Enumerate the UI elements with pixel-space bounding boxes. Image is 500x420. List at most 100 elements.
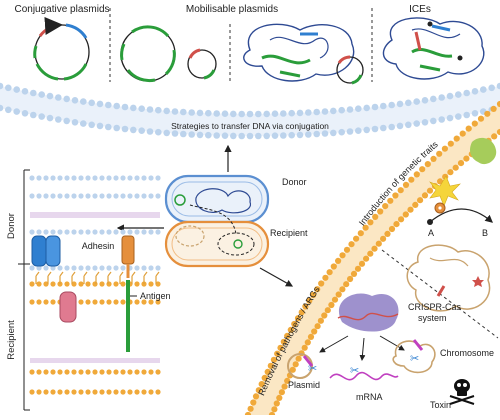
membrane-bead [398,216,405,223]
membrane-bead [0,104,4,112]
membrane-bead [313,130,321,138]
membrane-bead [367,219,374,226]
membrane-bead [338,128,346,136]
membrane-bead [465,125,472,132]
membrane-bead [99,281,105,287]
recipient-genome [406,244,491,312]
left-panel: Donor Recipient Adhesin Antigen [6,169,171,411]
membrane-bead [148,389,154,395]
membrane-bead [287,326,294,333]
membrane-bead [471,110,479,117]
membrane-bead [338,106,346,114]
membrane-bead [276,394,283,401]
membrane-bead [120,175,126,181]
membrane-bead [71,193,77,199]
membrane-bead [392,192,399,199]
membrane-bead [371,103,379,111]
membrane-bead [377,208,384,215]
pink-protein [59,291,77,323]
membrane-bead [322,274,329,281]
membrane-bead [496,128,500,136]
membrane-bead [78,265,84,271]
membrane-bead [148,281,154,287]
membrane-bead [148,299,154,305]
membrane-bead [141,265,147,271]
membrane-bead [213,110,220,117]
membrane-bead [46,92,54,100]
membrane-bead [314,323,321,330]
membrane-bead [134,175,140,181]
membrane-bead [5,84,12,92]
membrane-bead [92,299,98,305]
membrane-bead [274,350,281,357]
membrane-bead [141,193,147,199]
membrane-bead [85,175,91,181]
membrane-bead [402,181,410,188]
membrane-bead [255,387,262,394]
membrane-bead [78,369,84,375]
conjugative-plasmid [33,17,90,81]
membrane-bead [318,280,325,287]
membrane-bead [155,299,161,305]
membrane-bead [452,164,459,171]
surface-antenna [71,271,76,284]
adhesin-protein [121,235,135,265]
adhesin-label: Adhesin [82,241,115,251]
membrane-bead [64,389,70,395]
membrane-bead [120,229,126,235]
membrane-bead [294,315,302,322]
membrane-bead [353,235,360,242]
arc-label: Strategies to transfer DNA via conjugati… [171,121,329,131]
membrane-bead [430,117,437,125]
membrane-bead [301,344,308,351]
membrane-bead [57,389,63,395]
membrane-bead [281,383,288,390]
membrane-bead [188,131,195,138]
membrane-bead [71,175,77,181]
surface-antenna [131,271,136,284]
ice-element [382,17,485,80]
membrane-bead [71,265,77,271]
membrane-bead [36,281,42,287]
membrane-bead [78,281,84,287]
membrane-bead [36,265,42,271]
down-right-arrow [259,267,294,287]
membrane-bead [148,193,154,199]
membrane-bead [55,94,62,101]
membrane-bead [477,115,485,122]
membrane-bead [134,229,140,235]
membrane-bead [43,175,49,181]
membrane-bead [371,125,379,133]
membrane-bead [250,399,257,406]
membrane-bead [85,299,91,305]
membrane-bead [148,265,154,271]
membrane-bead [113,281,119,287]
membrane-bead [496,100,500,108]
membrane-bead [213,132,220,139]
membrane-bead [148,229,154,235]
membrane-bead [205,131,212,139]
recipient-cell [164,220,270,268]
membrane-bead [105,123,112,131]
membrane-bead [106,299,112,305]
membrane-bead [134,299,140,305]
membrane-bead [43,389,49,395]
surface-antenna [59,271,64,284]
membrane-bead [134,281,140,287]
reaction-curve [429,208,493,223]
conjugative-plasmids-label: Conjugative plasmids [14,4,109,15]
membrane-bead [113,389,119,395]
membrane-bead [57,229,63,235]
membrane-bead [71,369,77,375]
membrane-bead [78,389,84,395]
membrane-bead [146,128,154,135]
membrane-bead [155,229,161,235]
membrane-bead [289,366,296,373]
membrane-bead [29,193,35,199]
membrane-bead [196,109,204,117]
membrane-bead [171,130,179,137]
membrane-bead [375,240,382,247]
membrane-bead [313,108,321,116]
membrane-bead [455,91,462,98]
membrane-bead [120,299,126,305]
